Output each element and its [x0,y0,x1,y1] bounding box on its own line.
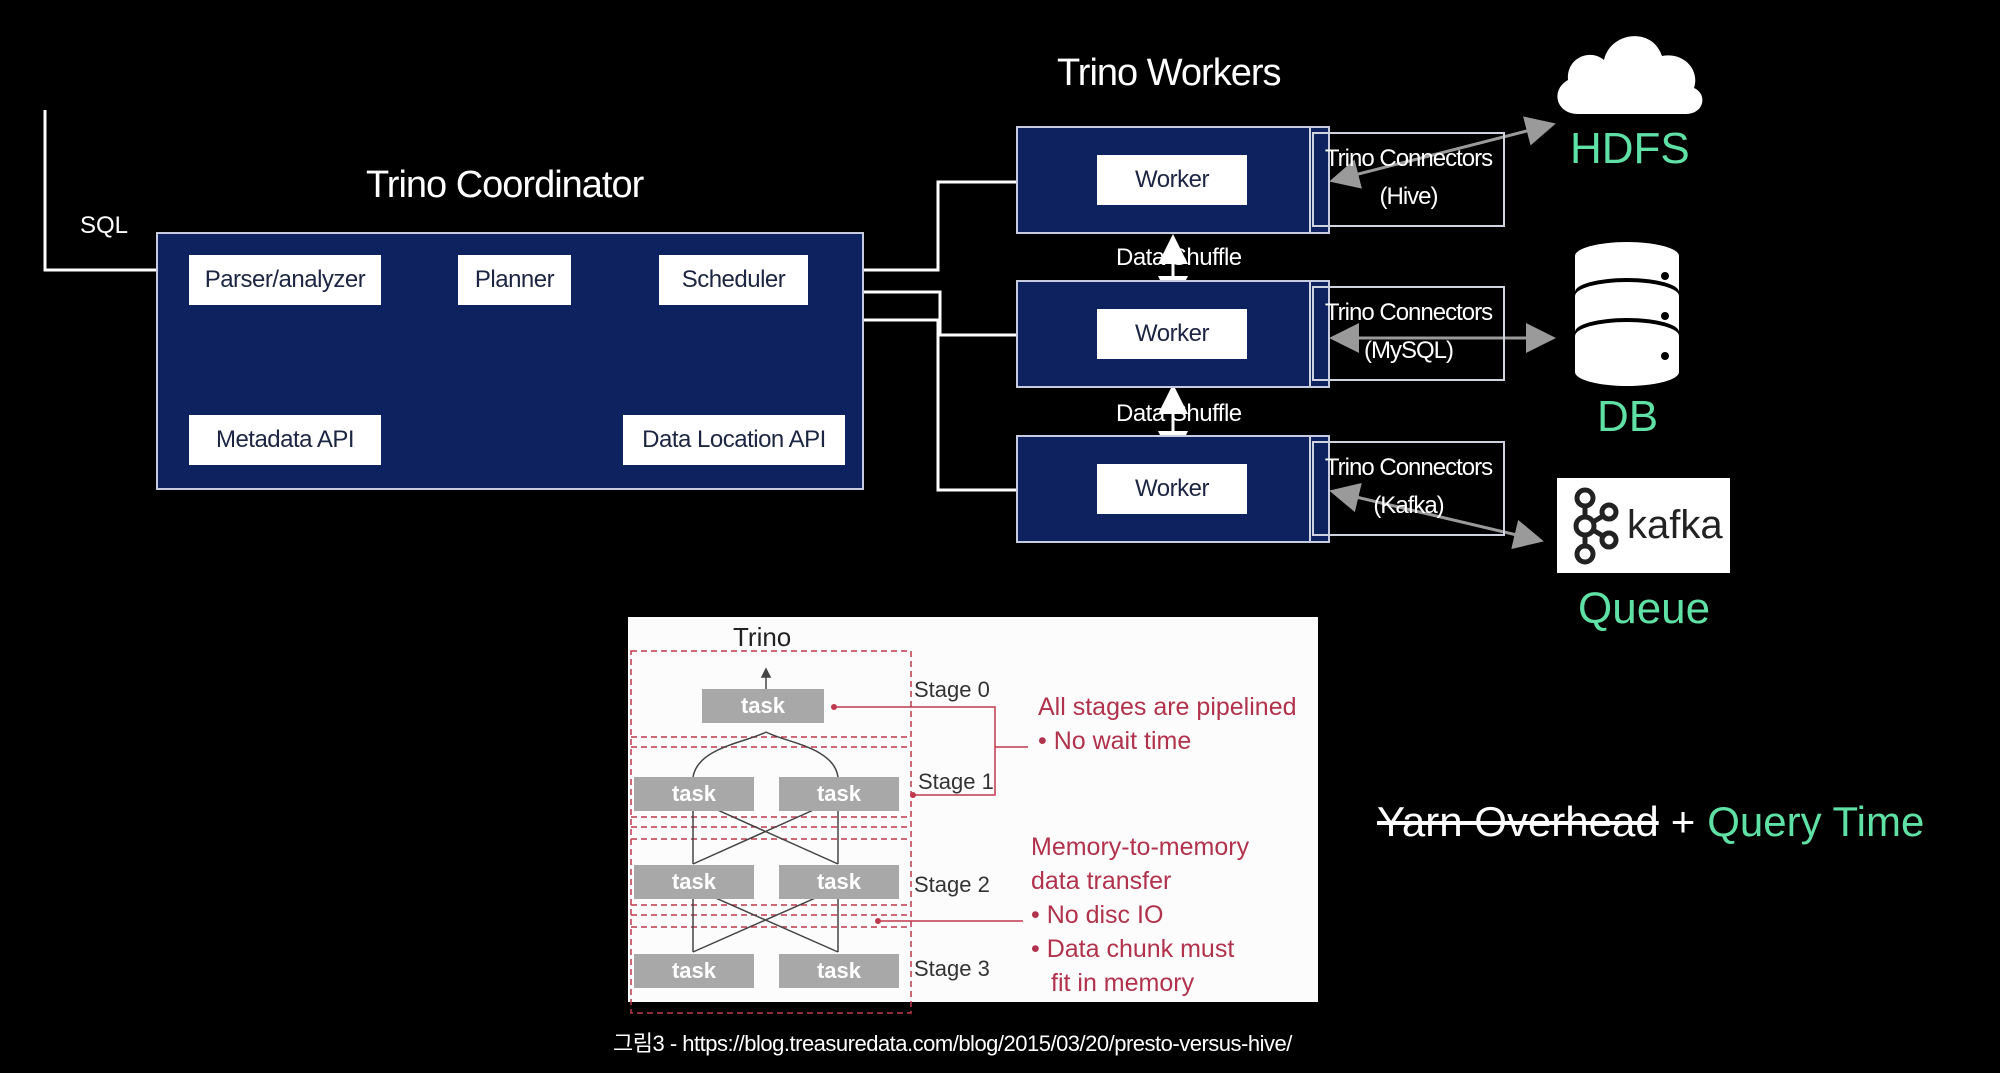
memory-note-line-3: • No disc IO [1031,901,1164,929]
connector-divider-3 [1309,437,1311,541]
hdfs-label: HDFS [1570,124,1690,173]
task-stage2-a: task [634,865,754,899]
sql-label: SQL [80,212,129,239]
data-shuffle-label-2: Data Shuffle [1116,400,1242,427]
data-shuffle-label-1: Data Shuffle [1116,244,1242,271]
memory-note-line-2: data transfer [1031,867,1172,895]
summary-formula: Yarn Overhead + Query Time [1377,798,1924,846]
connector-divider-1 [1309,128,1311,232]
planner-box: Planner [458,255,571,305]
worker-box-2: Worker [1097,309,1247,359]
yarn-overhead-struck: Yarn Overhead [1377,798,1659,845]
pipelined-note: All stages are pipelined • No wait time [1038,690,1297,758]
connector-box-mysql: Trino Connectors (MySQL) [1312,286,1505,381]
cloud-icon [1557,36,1703,115]
connector-box-hive: Trino Connectors (Hive) [1312,132,1505,227]
connector-divider-2 [1309,282,1311,386]
pipelined-note-line-1: All stages are pipelined [1038,693,1297,721]
task-stage1-b: task [779,777,899,811]
db-label: DB [1597,392,1659,441]
data-location-api-box: Data Location API [623,415,845,465]
scheduler-box: Scheduler [659,255,808,305]
stage-2-label: Stage 2 [914,872,990,897]
memory-note: Memory-to-memory data transfer • No disc… [1031,830,1249,1000]
metadata-api-box: Metadata API [189,415,381,465]
kafka-logo: kafka [1557,478,1730,573]
connector-name-hive: (Hive) [1379,183,1439,210]
stage-0-label: Stage 0 [914,677,990,702]
queue-label: Queue [1578,584,1711,633]
coordinator-title: Trino Coordinator [366,164,644,206]
kafka-mark-icon [1573,487,1619,564]
connector-title-mysql: Trino Connectors [1324,299,1493,326]
stage-3-label: Stage 3 [914,956,990,981]
pipeline-title: Trino [733,622,792,652]
task-stage2-b: task [779,865,899,899]
memory-note-line-5: fit in memory [1051,969,1195,997]
task-stage0: task [702,689,824,723]
worker-box-1: Worker [1097,155,1247,205]
query-time-label: Query Time [1707,798,1925,845]
parser-box: Parser/analyzer [189,255,381,305]
connector-title-hive: Trino Connectors [1324,145,1493,172]
kafka-logo-text: kafka [1627,503,1723,547]
task-stage1-a: task [634,777,754,811]
task-stage3-b: task [779,954,899,988]
memory-note-line-4: • Data chunk must [1031,935,1235,963]
stage-1-label: Stage 1 [918,769,994,794]
connector-name-kafka: (Kafka) [1373,492,1444,519]
connector-title-kafka: Trino Connectors [1324,454,1493,481]
database-icon [1575,242,1679,386]
plus-sign: + [1670,798,1696,845]
connector-box-kafka: Trino Connectors (Kafka) [1312,441,1505,536]
workers-title: Trino Workers [1057,52,1281,94]
memory-note-line-1: Memory-to-memory [1031,833,1250,861]
figure-caption: 그림3 - https://blog.treasuredata.com/blog… [613,1031,1292,1056]
pipelined-note-line-2: • No wait time [1038,727,1192,755]
worker-box-3: Worker [1097,464,1247,514]
task-stage3-a: task [634,954,754,988]
connector-name-mysql: (MySQL) [1364,337,1454,364]
